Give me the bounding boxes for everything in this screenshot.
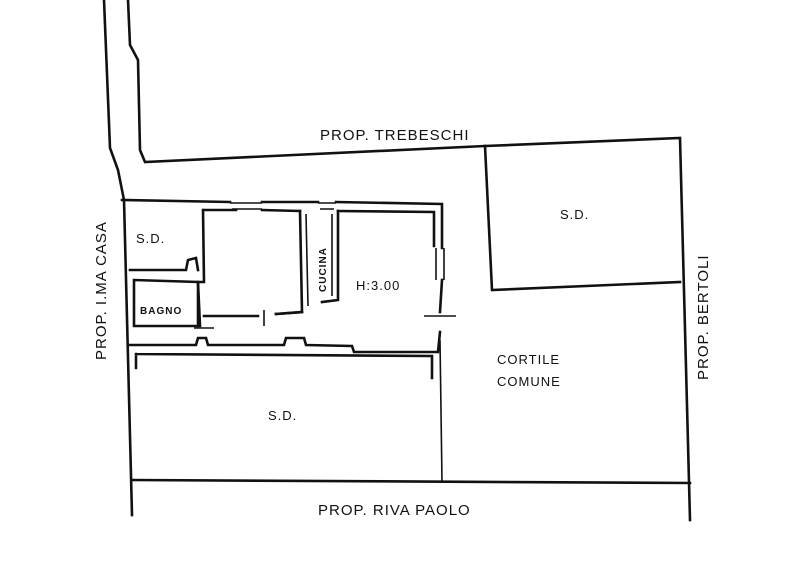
comune-label: COMUNE	[497, 374, 561, 389]
upper-property-outline	[126, 0, 692, 522]
courtyard-divider	[439, 339, 443, 483]
sd-bottom-label: S.D.	[268, 408, 297, 423]
height-label: H:3.00	[356, 278, 400, 293]
bagno-label: BAGNO	[140, 306, 182, 317]
inner-wall-top	[260, 208, 436, 248]
sd-bottom-room	[134, 352, 434, 380]
cortile-label: CORTILE	[497, 352, 560, 367]
sd-top-right-box	[483, 144, 682, 292]
lower-inner-wall	[202, 310, 304, 318]
house-window-top-2	[318, 202, 336, 210]
sd-top-right-label: S.D.	[560, 207, 589, 222]
cucina-label: CUCINA	[318, 247, 329, 292]
sd-top-left-label: S.D.	[136, 231, 165, 246]
cucina-inner-walls	[305, 213, 333, 307]
left-boundary-line	[102, 0, 134, 517]
house-window-right	[435, 248, 445, 280]
prop-bertoli-label: PROP. BERTOLI	[695, 254, 712, 380]
sd-top-left-room	[128, 256, 200, 272]
prop-riva-paolo-label: PROP. RIVA PAOLO	[318, 502, 471, 519]
inner-wall-left	[196, 208, 238, 328]
prop-ima-casa-label: PROP. I.MA CASA	[93, 221, 110, 360]
bottom-boundary-line	[130, 478, 692, 485]
house-outline	[120, 198, 444, 354]
house-window-top-1	[230, 202, 262, 210]
prop-trebeschi-label: PROP. TREBESCHI	[320, 127, 470, 144]
bagno-room	[132, 278, 202, 328]
house-bottom-wall	[128, 336, 438, 354]
